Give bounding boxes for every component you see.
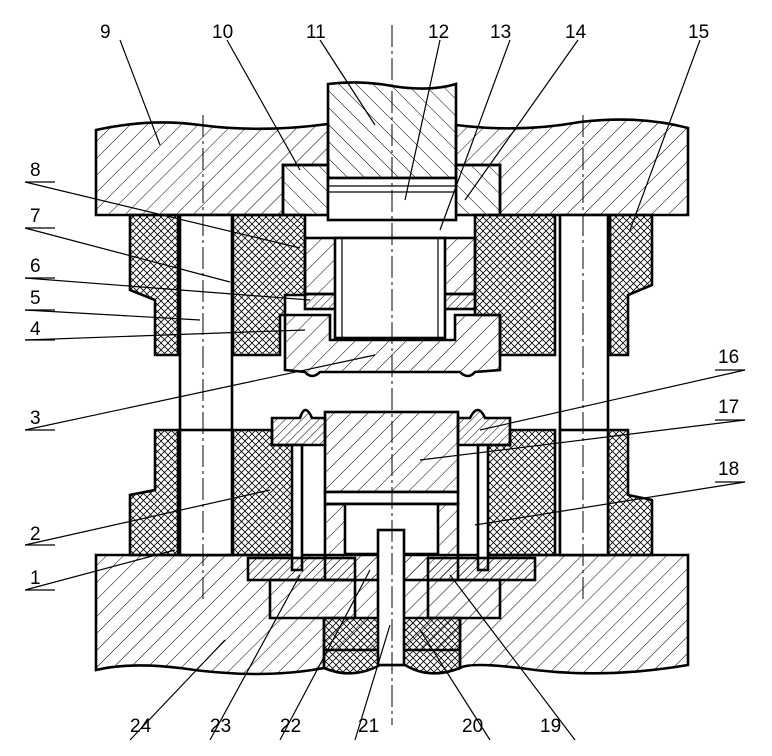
guide-bushing-left [128, 213, 180, 357]
label-22: 22 [280, 716, 301, 737]
lower-bushing-right [606, 428, 654, 557]
upper-plate-right [454, 118, 690, 217]
die-block-right [483, 428, 557, 557]
label-24: 24 [130, 716, 152, 737]
label-14: 14 [565, 22, 587, 43]
label-12: 12 [428, 22, 449, 43]
die-block-left [231, 428, 302, 557]
label-16: 16 [718, 347, 739, 368]
label-18: 18 [718, 459, 739, 480]
ejector-rod-right [476, 443, 490, 572]
label-1: 1 [30, 568, 41, 589]
label-11: 11 [306, 22, 326, 43]
label-8: 8 [30, 160, 41, 181]
label-6: 6 [30, 256, 41, 277]
punch-retainer-left [281, 163, 330, 217]
label-17: 17 [718, 397, 739, 418]
punch [283, 313, 502, 378]
label-21: 21 [358, 716, 379, 737]
pressure-pad-right [456, 408, 512, 447]
leader-lines [24, 39, 746, 741]
guide-pin-lower-right [558, 428, 610, 557]
label-13: 13 [490, 22, 511, 43]
label-2: 2 [30, 524, 41, 545]
label-9: 9 [100, 22, 111, 43]
label-15: 15 [688, 22, 709, 43]
lower-bushing-left [128, 428, 180, 557]
label-3: 3 [30, 408, 41, 429]
ejector-rod-left [290, 443, 304, 572]
label-23: 23 [210, 716, 231, 737]
label-7: 7 [30, 206, 41, 227]
guide-pin-lower-left [178, 428, 234, 557]
guide-bushing-right [608, 213, 654, 357]
ejector-pin [376, 528, 406, 667]
pressure-pad-left [270, 408, 327, 447]
label-20: 20 [462, 716, 483, 737]
label-4: 4 [30, 319, 41, 340]
punch-core [333, 236, 447, 340]
lower-plate-left [246, 556, 357, 582]
punch-retainer-right [454, 163, 502, 217]
label-5: 5 [30, 288, 41, 309]
lower-plate-right [426, 556, 537, 582]
label-10: 10 [212, 22, 233, 43]
label-19: 19 [540, 716, 561, 737]
